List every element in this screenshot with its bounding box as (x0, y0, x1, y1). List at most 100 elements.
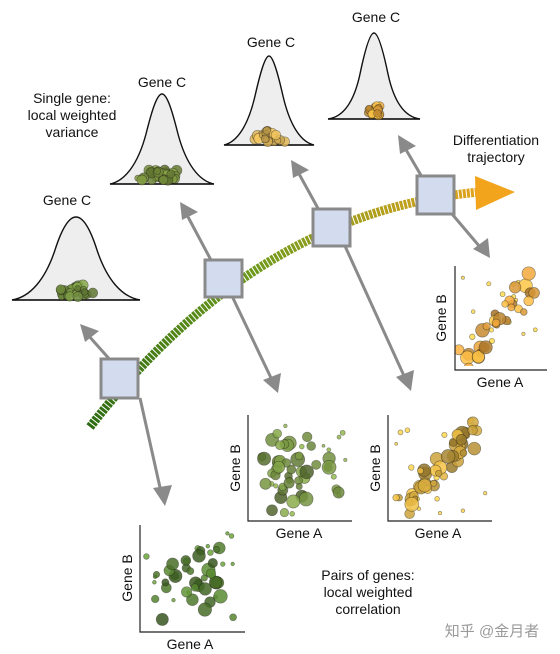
arrowhead-w2-up (180, 202, 198, 220)
single-gene-line-1: Single gene: (33, 90, 111, 106)
scatter-point (417, 467, 424, 475)
scatter-point (501, 300, 509, 308)
scatter-point (298, 491, 314, 507)
scatter-point (289, 511, 295, 517)
arrowhead-w3-up (291, 160, 309, 178)
watermark: 知乎 @金月者 (445, 623, 539, 640)
scatter-point (459, 449, 468, 457)
scatter-point (283, 477, 295, 489)
gene-b-label-2: Gene B (227, 444, 243, 491)
scatter-point (190, 583, 200, 592)
distribution-2 (109, 93, 215, 186)
scatter-point (279, 508, 289, 518)
distribution-point (136, 174, 148, 186)
scatter-point (467, 425, 478, 436)
distribution-point (72, 291, 84, 302)
arrow-w1-down (138, 397, 163, 493)
scatter-point (507, 303, 516, 312)
distribution-4 (327, 32, 421, 121)
scatter-points-1 (143, 531, 237, 626)
distribution-1 (11, 216, 141, 302)
gene-c-label-2: Gene C (138, 74, 186, 90)
scatter-point (186, 567, 195, 575)
scatter-points-2 (257, 423, 348, 518)
scatter-point (208, 575, 223, 589)
scatter-point (520, 308, 528, 316)
scatter-point (143, 553, 150, 560)
scatter-point (394, 441, 399, 446)
pairs-line-1: Pairs of genes: (321, 567, 414, 583)
scatter-point (440, 449, 456, 464)
distribution-point (158, 175, 169, 185)
scatter-point (180, 555, 192, 566)
scatter-plot-2 (247, 415, 352, 522)
scatter-point (488, 327, 494, 333)
scatter-point (460, 508, 466, 513)
scatter-point (486, 281, 492, 287)
scatter-point (532, 327, 538, 333)
bell-curve-1 (11, 216, 141, 301)
scatter-point (230, 561, 235, 567)
arrowhead-w2-down (263, 373, 281, 393)
scatter-plot-3 (387, 415, 492, 522)
distribution-point (270, 129, 282, 141)
gene-a-label-3: Gene A (415, 525, 462, 541)
distribution-point (373, 109, 382, 118)
scatter-point (404, 496, 420, 512)
scatter-point (186, 593, 199, 606)
scatter-point (343, 457, 348, 462)
scatter-point (321, 443, 326, 448)
scatter-point (181, 586, 193, 598)
single-gene-line-2: local weighted (28, 107, 117, 123)
arrowhead-w1-down (153, 485, 172, 506)
scatter-point (171, 597, 176, 603)
scatter-point (151, 594, 160, 604)
scatter-point (455, 344, 465, 356)
gene-b-label-1: Gene B (119, 554, 135, 601)
distribution-points-2 (134, 164, 183, 186)
scatter-point (220, 561, 226, 567)
scatter-point (392, 494, 400, 502)
distribution-point (81, 288, 89, 296)
scatter-point (200, 574, 208, 582)
scatter-point (467, 441, 482, 456)
scatter-point (483, 491, 488, 496)
scatter-point (330, 473, 337, 480)
gene-a-label-4: Gene A (477, 374, 524, 390)
distribution-point (74, 285, 82, 293)
arrow-w3-down (343, 245, 407, 379)
scatter-point (207, 558, 218, 569)
scatter-point (397, 429, 404, 436)
scatter-point (295, 483, 303, 490)
arrowhead-w4-up (398, 135, 416, 154)
scatter-point (482, 322, 491, 331)
scatter-point (430, 479, 438, 487)
scatter-point (283, 423, 288, 429)
gene-c-label-1: Gene C (43, 192, 91, 208)
scatter-point (437, 511, 443, 516)
scatter-point (197, 602, 212, 617)
bell-curve-2 (109, 93, 215, 185)
scatter-point (470, 309, 476, 314)
scatter-point (152, 580, 157, 585)
distribution-points-4 (363, 101, 385, 121)
scatter-axes-2 (247, 415, 352, 522)
scatter-point (266, 504, 278, 517)
scatter-point (213, 546, 220, 553)
scatter-points-3 (392, 416, 488, 519)
scatter-point (225, 531, 230, 536)
scatter-point (229, 613, 237, 622)
scatter-point (404, 427, 411, 433)
scatter-plot-1 (139, 525, 245, 633)
scatter-point (336, 434, 342, 440)
gene-c-label-4: Gene C (352, 9, 400, 25)
distribution-point (87, 287, 99, 299)
scatter-point (471, 350, 485, 364)
gene-a-label-2: Gene A (276, 525, 323, 541)
differentiation-line-1: Differentiation (453, 132, 539, 148)
distribution-point (166, 169, 176, 179)
scatter-point (491, 318, 501, 328)
distribution-point (262, 126, 272, 135)
window-2 (203, 258, 244, 299)
scatter-point (306, 441, 316, 451)
